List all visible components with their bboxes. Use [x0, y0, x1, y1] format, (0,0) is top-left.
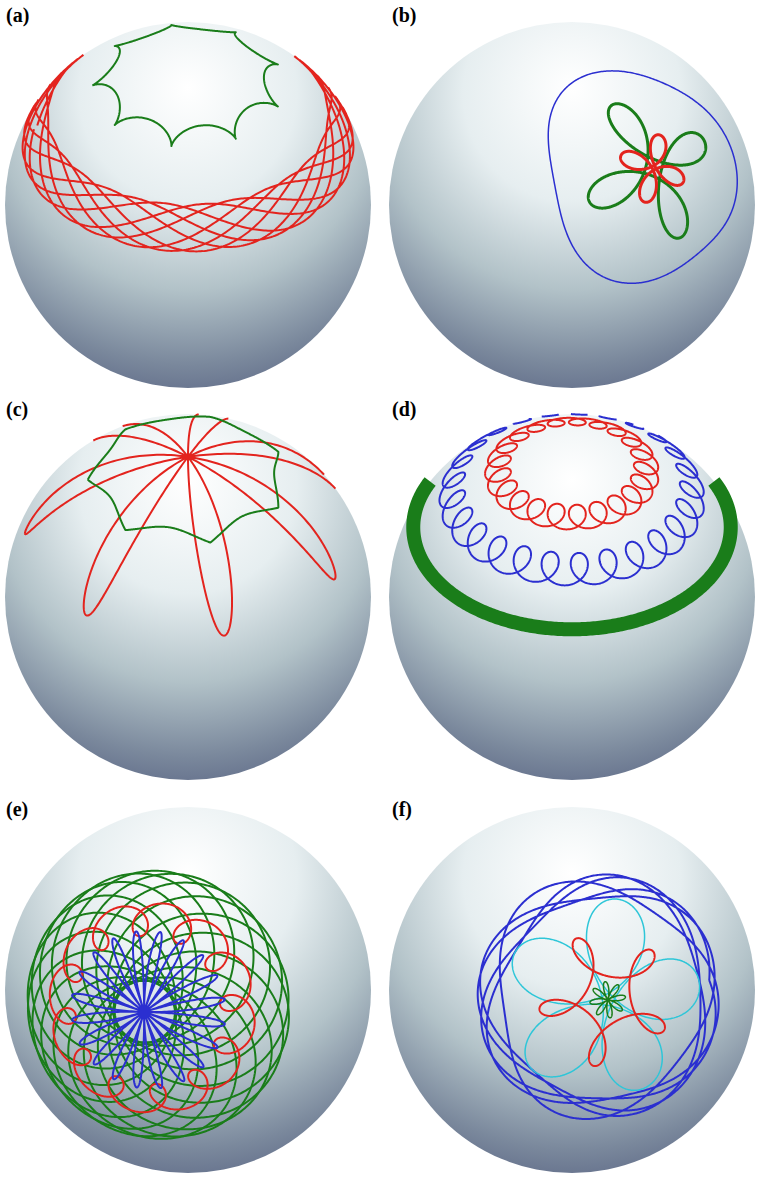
panel-label: (b) — [392, 4, 416, 26]
sphere-curve — [485, 418, 658, 530]
sphere-curve — [88, 417, 279, 543]
sphere — [5, 22, 371, 388]
sphere-curve — [50, 904, 255, 1113]
sphere-curve — [512, 899, 699, 1090]
sphere-curve — [72, 931, 225, 1088]
sphere — [389, 807, 755, 1173]
sphere-curve — [439, 414, 703, 585]
panel-label: (f) — [392, 798, 412, 820]
panel-label: (c) — [6, 398, 28, 420]
panel-label: (d) — [392, 398, 416, 420]
sphere — [5, 414, 371, 780]
sphere — [389, 22, 755, 388]
sphere — [5, 807, 371, 1173]
sphere-curve — [98, 967, 272, 1129]
curve-layer — [23, 25, 738, 1139]
sphere-curve — [590, 982, 625, 1018]
panel-label: (a) — [6, 4, 29, 26]
sphere-curve — [548, 71, 737, 283]
sphere-curve — [478, 874, 719, 1119]
sphere-curve — [23, 55, 354, 252]
sphere — [389, 414, 755, 780]
panel-label: (e) — [6, 798, 28, 820]
sphere-curve — [413, 481, 730, 629]
sphere-curve — [588, 104, 705, 239]
sphere-curve — [621, 135, 684, 203]
sphere-curve — [92, 25, 278, 146]
sphere-curve — [25, 414, 336, 635]
sphere-curve — [539, 938, 665, 1066]
